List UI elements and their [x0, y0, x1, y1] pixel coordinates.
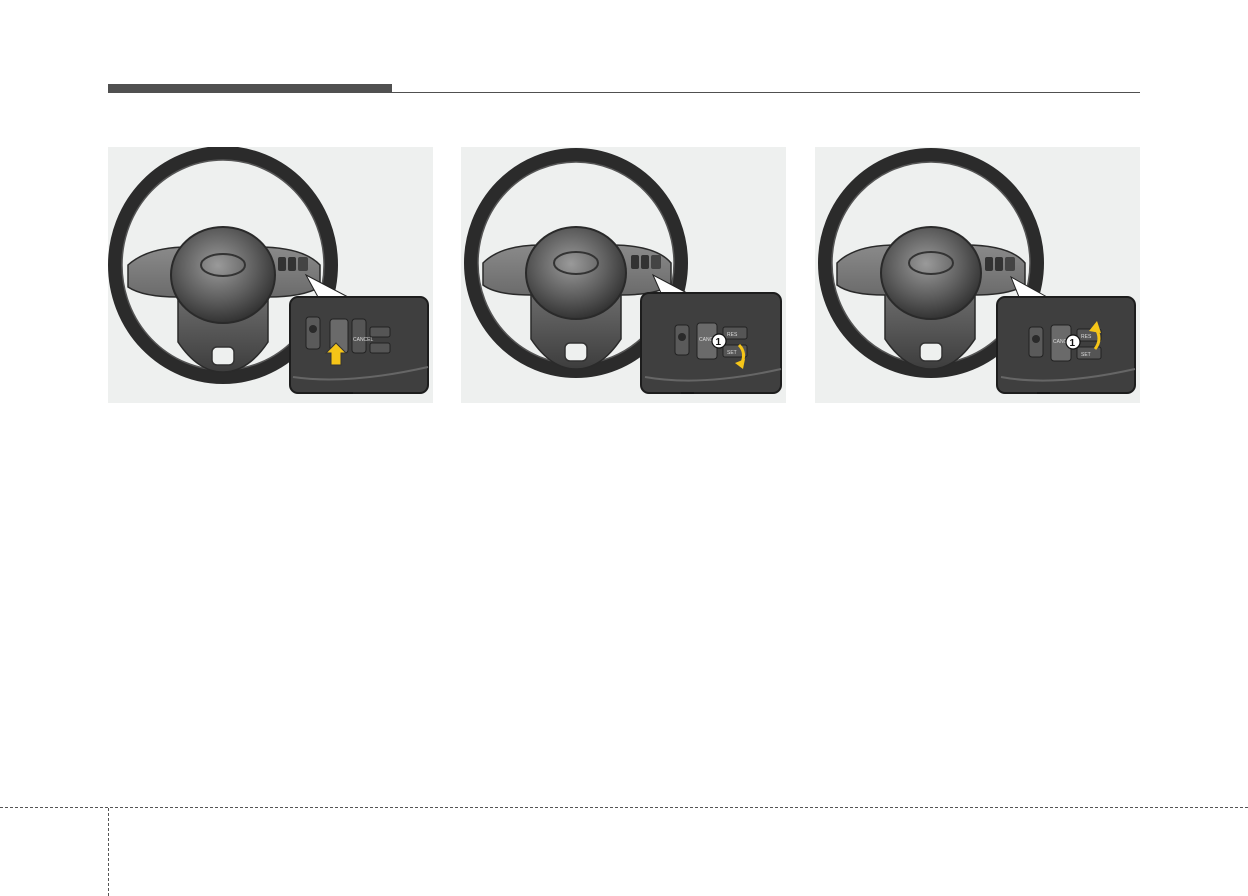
figure-steering-wheel-cancel: CANCEL: [108, 147, 433, 403]
header-rule-bar: [108, 84, 392, 93]
steering-wheel-illustration: CANCEL RES SET 1: [461, 147, 786, 403]
set-label: SET: [727, 350, 737, 356]
header-rule-line: [392, 92, 1140, 93]
figure-steering-wheel-res-up: CANCEL RES SET 1: [815, 147, 1140, 403]
steering-wheel-illustration: CANCEL RES SET 1: [815, 147, 1140, 403]
res-label: RES: [1081, 334, 1092, 340]
header-rule: [108, 84, 1140, 96]
callout-number: 1: [1070, 338, 1076, 349]
res-label: RES: [727, 332, 738, 338]
figure-steering-wheel-res-down: CANCEL RES SET 1: [461, 147, 786, 403]
set-label: SET: [1081, 352, 1091, 358]
footer-dashed-margin: [108, 808, 109, 896]
callout-number: 1: [716, 337, 722, 348]
footer-dashed-rule: [0, 807, 1248, 808]
cancel-label: CANCEL: [353, 337, 374, 343]
steering-wheel-illustration: CANCEL: [108, 147, 433, 403]
